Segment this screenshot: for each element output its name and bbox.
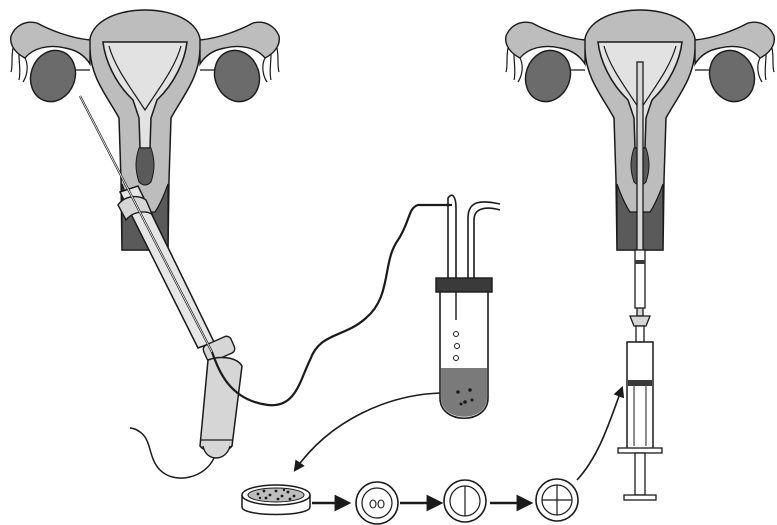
arrow-embryo-to-syringe xyxy=(577,388,622,480)
two-cell-embryo-icon xyxy=(444,480,486,522)
four-cell-embryo-icon xyxy=(536,479,578,521)
two-cell-embryo-icon xyxy=(356,482,398,524)
test-tube-icon xyxy=(436,195,500,418)
petri-dish-icon xyxy=(242,485,310,515)
arrow-tube-to-dish xyxy=(295,393,440,470)
